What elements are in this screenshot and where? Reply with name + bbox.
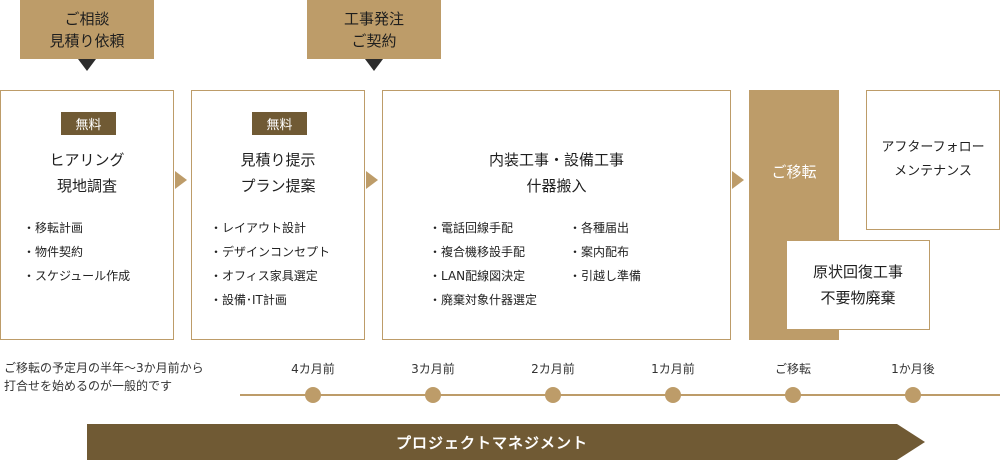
- free-badge: 無料: [61, 112, 116, 135]
- milestone-line1: 工事発注: [343, 9, 404, 28]
- list-item: オフィス家具選定: [210, 264, 330, 288]
- list-item: デザインコンセプト: [210, 240, 330, 264]
- list-item: スケジュール作成: [23, 264, 130, 288]
- list-item: 電話回線手配: [429, 216, 537, 240]
- project-management-label: プロジェクトマネジメント: [395, 433, 588, 452]
- free-badge: 無料: [252, 112, 307, 135]
- timeline-dot-icon: [425, 387, 441, 403]
- step-title-line1: 内装工事・設備工事: [488, 151, 624, 169]
- step-items-left: 電話回線手配 複合機移設手配 LAN配線図決定 廃棄対象什器選定: [429, 216, 537, 312]
- list-item: 物件契約: [23, 240, 130, 264]
- after-follow-line2: メンテナンス: [894, 164, 972, 179]
- tick-label: 4カ月前: [291, 362, 335, 376]
- step-hearing: 無料 ヒアリング 現地調査 移転計画 物件契約 スケジュール作成: [0, 90, 174, 340]
- right-arrow-icon: [366, 171, 378, 189]
- after-follow-line1: アフターフォロー: [881, 140, 985, 155]
- list-item: LAN配線図決定: [429, 264, 537, 288]
- tick-label: 1カ月前: [651, 362, 695, 376]
- timeline-dot-icon: [545, 387, 561, 403]
- restoration-line1: 原状回復工事: [812, 263, 903, 281]
- restoration-box: 原状回復工事 不要物廃棄: [786, 240, 930, 330]
- down-arrow-icon: [365, 59, 383, 71]
- note-line2: 打合せを始めるのが一般的です: [4, 379, 173, 393]
- note-line1: ご移転の予定月の半年〜3か月前から: [4, 361, 204, 375]
- step-items: レイアウト設計 デザインコンセプト オフィス家具選定 設備･IT計画: [210, 216, 330, 312]
- timeline-dot-icon: [785, 387, 801, 403]
- milestone-contract: 工事発注 ご契約: [307, 0, 441, 59]
- step-items-right: 各種届出 案内配布 引越し準備: [569, 216, 641, 288]
- list-item: レイアウト設計: [210, 216, 330, 240]
- list-item: 設備･IT計画: [210, 288, 330, 312]
- timeline-dot-icon: [905, 387, 921, 403]
- milestone-line2: 見積り依頼: [49, 31, 125, 50]
- list-item: 移転計画: [23, 216, 130, 240]
- step-title-line1: ヒアリング: [49, 151, 125, 169]
- step-items: 移転計画 物件契約 スケジュール作成: [23, 216, 130, 288]
- step-title-line2: 現地調査: [56, 177, 117, 195]
- step-proposal: 無料 見積り提示 プラン提案 レイアウト設計 デザインコンセプト オフィス家具選…: [191, 90, 365, 340]
- tick-label: 2カ月前: [531, 362, 575, 376]
- timeline-dot-icon: [305, 387, 321, 403]
- timeline-dot-icon: [665, 387, 681, 403]
- tick-label: 3カ月前: [411, 362, 455, 376]
- after-follow-box: アフターフォロー メンテナンス: [866, 90, 1000, 230]
- timeline-line: [240, 394, 1000, 396]
- step-title-line2: プラン提案: [240, 177, 316, 195]
- project-management-arrow: [87, 424, 925, 460]
- tick-label: ご移転: [774, 362, 811, 376]
- milestone-consultation: ご相談 見積り依頼: [20, 0, 154, 59]
- down-arrow-icon: [78, 59, 96, 71]
- step-title-line2: 什器搬入: [526, 177, 587, 195]
- right-arrow-icon: [732, 171, 744, 189]
- list-item: 廃棄対象什器選定: [429, 288, 537, 312]
- list-item: 各種届出: [569, 216, 641, 240]
- timeline-note: ご移転の予定月の半年〜3か月前から 打合せを始めるのが一般的です: [4, 359, 204, 395]
- step-title-line1: 見積り提示: [240, 151, 316, 169]
- restoration-line2: 不要物廃棄: [820, 289, 896, 307]
- list-item: 複合機移設手配: [429, 240, 537, 264]
- list-item: 案内配布: [569, 240, 641, 264]
- right-arrow-icon: [175, 171, 187, 189]
- tick-label: 1か月後: [891, 362, 935, 376]
- list-item: 引越し準備: [569, 264, 641, 288]
- milestone-line1: ご相談: [64, 9, 110, 28]
- step-construction: 内装工事・設備工事 什器搬入 電話回線手配 複合機移設手配 LAN配線図決定 廃…: [382, 90, 731, 340]
- move-label: ご移転: [771, 163, 817, 181]
- milestone-line2: ご契約: [351, 31, 397, 50]
